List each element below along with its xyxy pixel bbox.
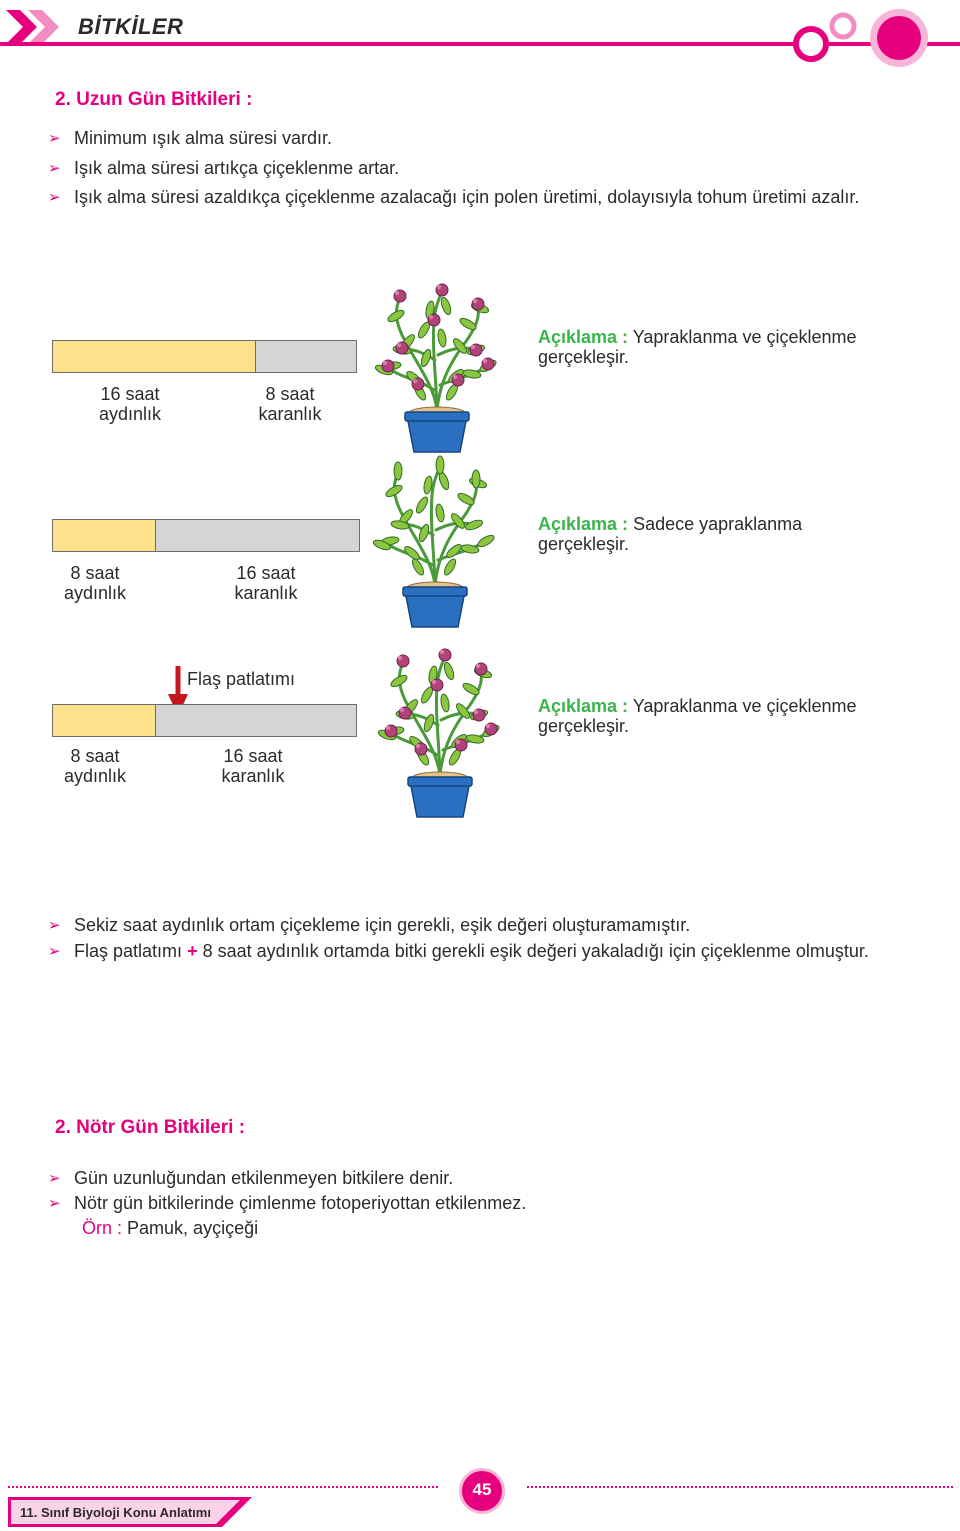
- arrow-bullet-icon: ➢: [48, 160, 61, 177]
- dark-period-bar: [155, 519, 360, 552]
- light-period-bar: [52, 704, 156, 737]
- double-chevron-icon: [6, 10, 59, 44]
- plant-drawing: [377, 648, 500, 818]
- book-title: 11. Sınıf Biyoloji Konu Anlatımı: [20, 1505, 211, 1520]
- example-line: Örn : Pamuk, ayçiçeği: [82, 1218, 259, 1238]
- section-title-neutral-day: 2. Nötr Gün Bitkileri :: [55, 1117, 246, 1138]
- arrow-bullet-icon: ➢: [48, 943, 61, 960]
- arrow-bullet-icon: ➢: [48, 130, 61, 147]
- arrow-bullet-icon: ➢: [48, 189, 61, 206]
- dark-period-bar: [255, 340, 357, 373]
- arrow-bullet-icon: ➢: [48, 917, 61, 934]
- arrow-bullet-icon: ➢: [48, 1195, 61, 1212]
- bullet-item: ➢Nötr gün bitkilerinde çimlenme fotoperi…: [48, 1193, 527, 1213]
- bullet-item: ➢Işık alma süresi azaldıkça çiçeklenme a…: [48, 187, 860, 207]
- header-rule: [0, 42, 960, 46]
- header: BİTKİLER: [0, 0, 960, 70]
- bullet-item: ➢Gün uzunluğundan etkilenmeyen bitkilere…: [48, 1168, 454, 1188]
- plus-sign: +: [187, 941, 198, 961]
- light-period-bar: [52, 340, 256, 373]
- decorative-circles-icon: [793, 9, 928, 67]
- footer-dotted-rule: [527, 1486, 953, 1488]
- section-title-long-day: 2. Uzun Gün Bitkileri :: [55, 89, 253, 110]
- footer-dotted-rule: [8, 1486, 438, 1488]
- bullet-item: ➢Flaş patlatımı + 8 saat aydınlık ortamd…: [48, 941, 869, 961]
- arrow-bullet-icon: ➢: [48, 1170, 61, 1187]
- plant-drawing: [374, 283, 497, 453]
- leafy-plant-icon: [372, 455, 495, 628]
- page-number-badge: [459, 1468, 505, 1514]
- footer-tab: [8, 1497, 252, 1527]
- bullet-item: ➢Minimum ışık alma süresi vardır.: [48, 128, 333, 148]
- bullet-item: ➢Sekiz saat aydınlık ortam çiçekleme içi…: [48, 915, 691, 935]
- plant-drawing: [372, 455, 495, 628]
- flowering-plant-icon: [374, 283, 497, 453]
- flash-label: Flaş patlatımı: [187, 669, 296, 689]
- flowering-plant-icon: [377, 648, 500, 818]
- page-number: 45: [472, 1480, 492, 1499]
- light-period-bar: [52, 519, 156, 552]
- dark-period-bar: [155, 704, 357, 737]
- header-title: BİTKİLER: [78, 14, 184, 39]
- bullet-item: ➢Işık alma süresi artıkça çiçeklenme art…: [48, 158, 400, 178]
